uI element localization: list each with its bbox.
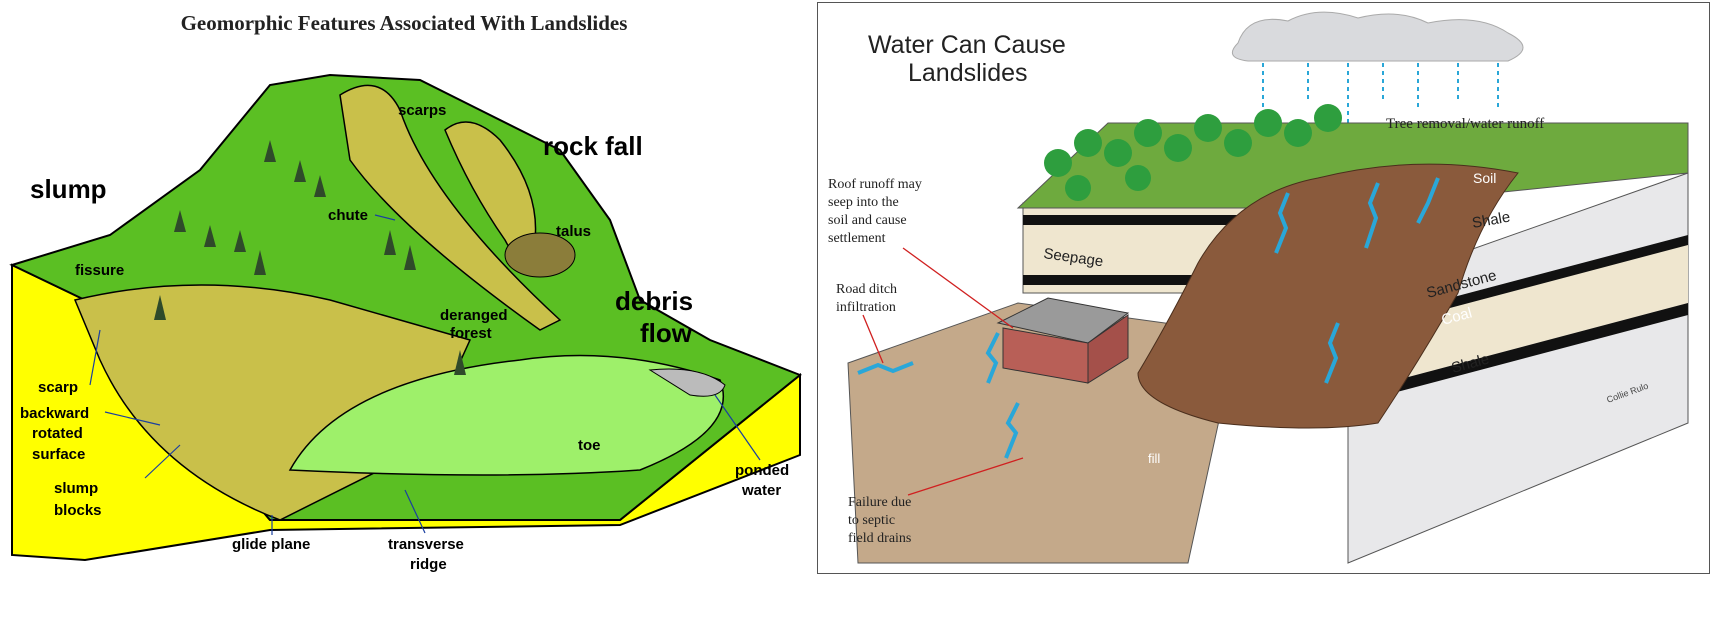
label-chute: chute <box>328 207 368 224</box>
label-debris: debris <box>615 286 693 316</box>
label-tree-removal: Tree removal/water runoff <box>1386 116 1544 132</box>
label-slump: slump <box>30 174 107 204</box>
label-backward: backward <box>20 405 89 422</box>
label-rotated: rotated <box>32 425 83 442</box>
front-coal-2 <box>1023 275 1353 285</box>
label-toe: toe <box>578 437 601 454</box>
forest-trees <box>154 140 466 375</box>
label-roof-1: Roof runoff may <box>828 177 922 192</box>
label-ridge: ridge <box>410 556 447 573</box>
label-scarp: scarp <box>38 379 78 396</box>
label-transverse: transverse <box>388 536 464 553</box>
label-roof-2: seep into the <box>828 195 899 210</box>
label-water: water <box>741 482 781 499</box>
label-flow: flow <box>640 318 693 348</box>
label-road-2: infiltration <box>836 300 896 315</box>
label-surface: surface <box>32 446 85 463</box>
label-roof-3: soil and cause <box>828 213 907 228</box>
label-glide-plane: glide plane <box>232 536 310 553</box>
house-roof-icon <box>996 297 1130 344</box>
debris-flow-lobe <box>288 354 725 476</box>
leader-arrows <box>862 247 1024 496</box>
water-landslides-diagram: Water Can Cause Landslides Tree removal/… <box>817 2 1710 574</box>
house-side <box>1087 314 1129 384</box>
ponded-water <box>648 368 726 397</box>
label-forest: forest <box>450 325 492 342</box>
label-road-1: Road ditch <box>836 282 897 297</box>
label-failure-1: Failure due <box>848 495 911 510</box>
label-failure-3: field drains <box>848 531 911 546</box>
label-failure-2: to septic <box>848 513 895 528</box>
talus-pile <box>504 232 576 278</box>
label-soil: Soil <box>1473 170 1496 186</box>
coal-layer-2 <box>1348 303 1688 405</box>
diagram-title: Geomorphic Features Associated With Land… <box>181 11 628 35</box>
landslide-mass <box>1137 163 1519 429</box>
geomorphic-features-diagram: Geomorphic Features Associated With Land… <box>0 0 805 600</box>
label-rock-fall: rock fall <box>543 131 643 161</box>
leader-lines <box>89 214 761 535</box>
rain-cloud-icon <box>1231 11 1524 62</box>
label-slump-blocks-2: blocks <box>54 502 102 519</box>
diagram-title-line2: Landslides <box>908 59 1028 87</box>
diagram-title-line1: Water Can Cause <box>868 31 1066 59</box>
water-streams <box>857 177 1440 459</box>
label-ponded: ponded <box>735 462 789 479</box>
forest-trees <box>1044 104 1342 201</box>
label-shale-top: Shale <box>1471 209 1512 232</box>
front-coal-1 <box>1023 215 1353 225</box>
label-scarps: scarps <box>398 102 446 119</box>
sandstone-layer <box>1348 243 1688 393</box>
label-talus: talus <box>556 223 591 240</box>
chute-area <box>339 84 562 331</box>
label-deranged: deranged <box>440 307 508 324</box>
label-slump-blocks-1: slump <box>54 480 98 497</box>
label-roof-4: settlement <box>828 231 886 246</box>
label-fill: fill <box>1148 451 1160 466</box>
label-fissure: fissure <box>75 262 124 279</box>
